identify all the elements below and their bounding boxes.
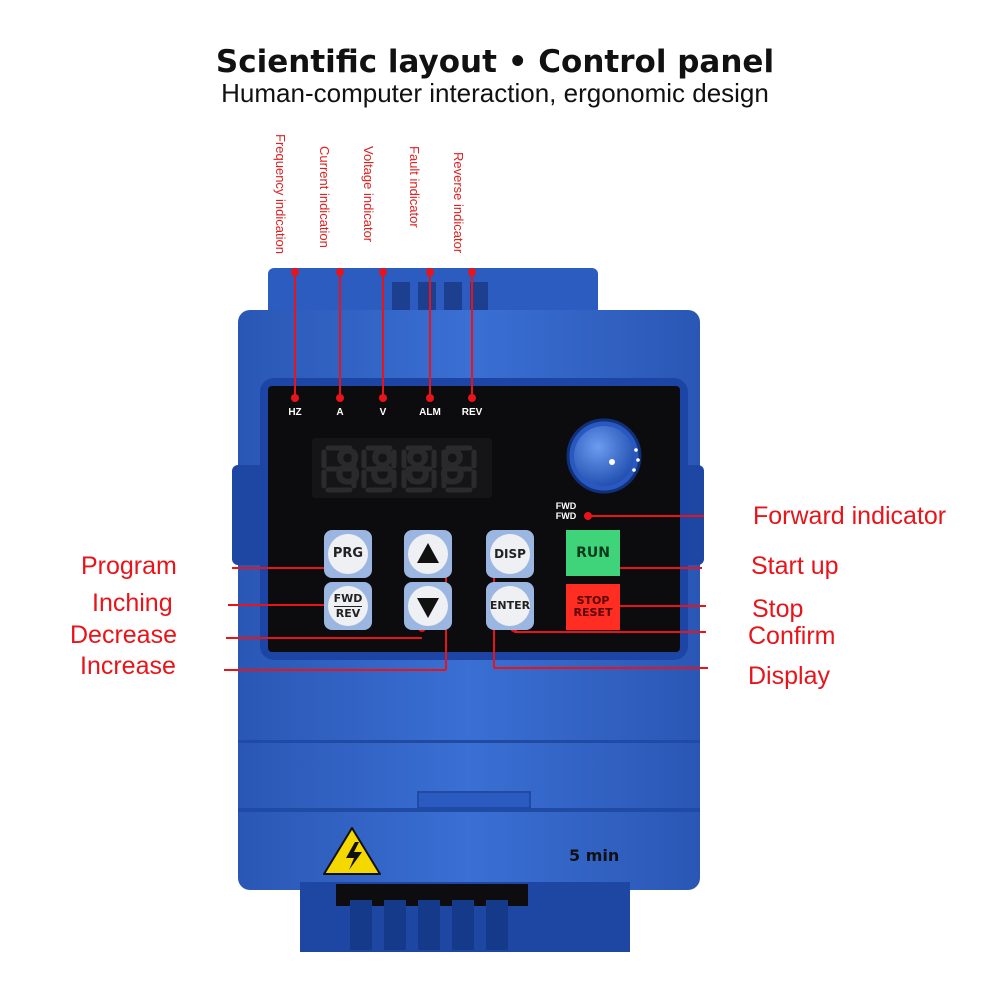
- rev-indicator: REV: [461, 407, 483, 418]
- a-indicator: A: [336, 407, 344, 418]
- fwd-indicator-top: FWD: [555, 501, 577, 511]
- stop-label: Stop: [752, 595, 804, 623]
- down-arrow-icon: [417, 597, 439, 618]
- disp-key-face: DISP: [490, 534, 530, 574]
- disp-button[interactable]: DISP: [486, 530, 534, 578]
- enter-button[interactable]: ENTER: [486, 582, 534, 630]
- start-up-label: Start up: [751, 552, 839, 580]
- down-arrow-face: [408, 586, 448, 626]
- v-indicator: V: [379, 407, 387, 418]
- display-label: Display: [748, 662, 830, 690]
- forward-indicator-label: Forward indicator: [753, 502, 947, 530]
- decrease-button[interactable]: [404, 582, 452, 630]
- fault-indicator-label: Fault indicator: [407, 146, 422, 228]
- fwd-key-text: FWD: [333, 591, 363, 605]
- page-subtitle: Human-computer interaction, ergonomic de…: [221, 78, 769, 108]
- voltage-indicator-label: Voltage indicator: [361, 146, 376, 243]
- led-digits-text: 8888: [333, 440, 473, 496]
- fwd-rev-key-face: FWD REV: [328, 586, 368, 626]
- alm-indicator: ALM: [419, 407, 441, 418]
- fwd-rev-button[interactable]: FWD REV: [324, 582, 372, 630]
- led-display: [312, 438, 492, 498]
- run-button[interactable]: RUN: [566, 530, 620, 576]
- discharge-time-label: 5 min: [569, 846, 620, 865]
- led-digits: [321, 445, 477, 493]
- up-arrow-icon: [417, 542, 439, 563]
- fwd-rev-divider: [334, 605, 362, 607]
- up-arrow-face: [408, 534, 448, 574]
- frequency-indication-label: Frequency indication: [273, 134, 288, 254]
- program-label: Program: [81, 552, 177, 580]
- prg-button[interactable]: PRG: [324, 530, 372, 578]
- terminal-block: [300, 882, 630, 952]
- fwd-indicator-bottom: FWD: [555, 511, 577, 521]
- hz-indicator: HZ: [288, 407, 302, 418]
- current-indication-label: Current indication: [317, 146, 332, 248]
- increase-button[interactable]: [404, 530, 452, 578]
- page-title: Scientific layout • Control panel: [215, 44, 775, 80]
- enter-key-face: ENTER: [490, 586, 530, 626]
- decrease-label: Decrease: [70, 621, 177, 649]
- inching-label: Inching: [92, 589, 173, 617]
- reverse-indicator-label: Reverse indicator: [451, 152, 466, 254]
- confirm-label: Confirm: [748, 622, 836, 650]
- increase-label: Increase: [80, 652, 176, 680]
- stop-reset-button[interactable]: STOP RESET: [566, 584, 620, 630]
- high-voltage-warning-icon: [323, 827, 381, 875]
- stop-key-text: STOP: [576, 593, 610, 607]
- reset-key-text: RESET: [573, 606, 613, 619]
- frequency-knob-icon[interactable]: [566, 418, 642, 494]
- prg-key-face: PRG: [328, 534, 368, 574]
- rev-key-text: REV: [335, 606, 361, 620]
